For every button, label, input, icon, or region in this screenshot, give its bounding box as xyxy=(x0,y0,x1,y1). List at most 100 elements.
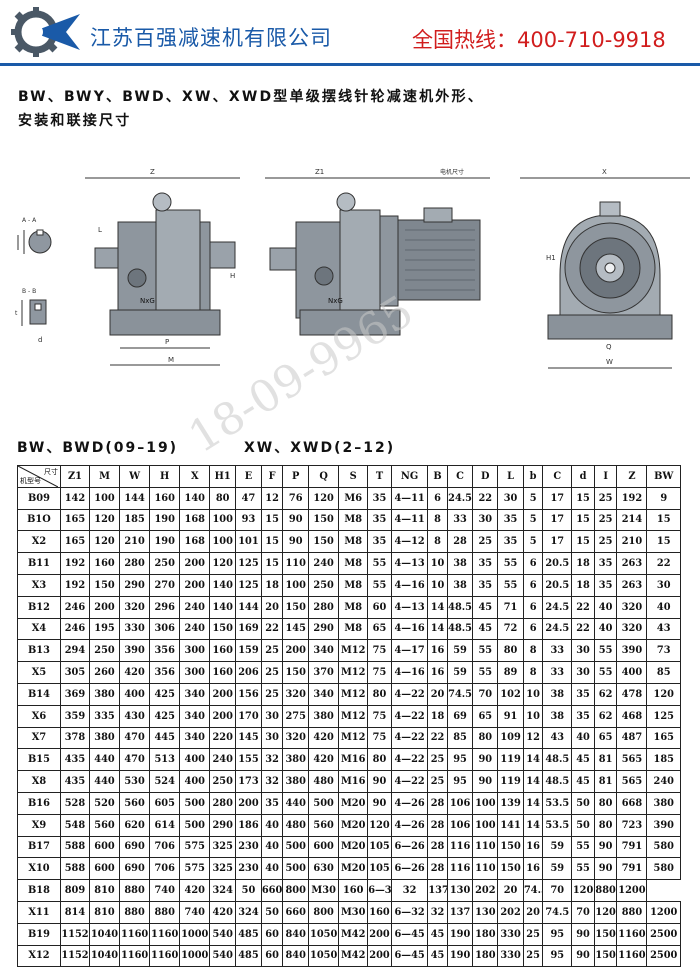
table-cell: 4—17 xyxy=(390,639,429,663)
table-cell: 15 xyxy=(260,552,284,575)
table-cell: 468 xyxy=(616,704,648,728)
table-cell: M20 xyxy=(338,835,369,859)
table-cell: 840 xyxy=(282,922,310,946)
table-cell: 140 xyxy=(179,486,211,510)
hotline-number: 全国热线：400-710-9918 xyxy=(412,28,666,52)
table-cell: 4—22 xyxy=(390,748,429,772)
table-cell: M20 xyxy=(338,813,369,837)
table-cell: 706 xyxy=(149,835,181,859)
table-cell: 65 xyxy=(472,704,499,728)
table-cell: 100 xyxy=(209,508,237,532)
table-cell: 43 xyxy=(646,617,681,641)
table-cell: 390 xyxy=(616,639,648,663)
table-cell: 2500 xyxy=(646,922,681,946)
table-cell: 22 xyxy=(427,726,448,750)
column-header: D xyxy=(472,465,499,488)
table-cell: 1000 xyxy=(179,944,211,967)
table-cell: 809 xyxy=(59,879,90,902)
table-cell: 71 xyxy=(497,595,524,619)
table-cell: 324 xyxy=(235,900,262,924)
table-cell: 30 xyxy=(260,726,284,750)
table-cell: 320 xyxy=(119,595,151,619)
table-cell: 70 xyxy=(542,879,573,902)
table-cell: 202 xyxy=(497,900,524,924)
table-cell: 80 xyxy=(367,682,392,706)
svg-text:电机尺寸: 电机尺寸 xyxy=(440,168,464,176)
table-cell: M12 xyxy=(338,661,369,684)
table-cell: 43 xyxy=(542,726,573,750)
table-cell: 100 xyxy=(209,530,237,554)
model-cell: B18 xyxy=(17,879,61,902)
svg-text:d: d xyxy=(38,336,42,344)
table-cell: 55 xyxy=(497,552,524,575)
table-cell: 200 xyxy=(367,922,392,946)
table-cell: 380 xyxy=(88,726,121,750)
table-cell: 150 xyxy=(282,661,310,684)
table-cell: 35 xyxy=(593,552,618,575)
table-cell: 59 xyxy=(446,661,474,684)
table-cell: 356 xyxy=(149,661,181,684)
table-cell: 45 xyxy=(571,770,595,793)
svg-text:B - B: B - B xyxy=(22,288,36,295)
table-cell: 25 xyxy=(593,486,618,510)
table-cell: 8 xyxy=(427,530,448,554)
table-cell: 1200 xyxy=(646,900,681,924)
table-cell: 90 xyxy=(593,835,618,859)
table-cell: 80 xyxy=(472,726,499,750)
column-header: H xyxy=(149,465,181,488)
table-cell: 18 xyxy=(571,573,595,597)
table-cell: 420 xyxy=(308,726,340,750)
table-cell: 14 xyxy=(427,617,448,641)
table-cell: 28 xyxy=(427,857,448,881)
table-cell: 141 xyxy=(497,813,524,837)
table-cell: 33 xyxy=(542,639,573,663)
table-cell: 575 xyxy=(179,835,211,859)
table-cell: 55 xyxy=(593,639,618,663)
table-cell: 380 xyxy=(308,704,340,728)
reducer-front-view: X W H1 Q xyxy=(520,168,690,369)
table-cell: 18 xyxy=(571,552,595,575)
table-cell: 20 xyxy=(522,900,544,924)
table-cell: 70 xyxy=(571,900,595,924)
table-cell: 565 xyxy=(616,770,648,793)
table-cell: 91 xyxy=(497,704,524,728)
table-cell: 139 xyxy=(497,791,524,815)
table-cell: 6 xyxy=(522,552,544,575)
table-cell: 369 xyxy=(59,682,90,706)
table-cell: 150 xyxy=(497,835,524,859)
table-cell: 340 xyxy=(179,726,211,750)
model-cell: X2 xyxy=(17,530,61,554)
table-cell: 47 xyxy=(235,486,262,510)
table-cell: 95 xyxy=(542,944,573,967)
table-cell: M8 xyxy=(338,508,369,532)
table-cell: 15 xyxy=(571,486,595,510)
table-cell: 880 xyxy=(149,900,181,924)
table-cell: 35 xyxy=(472,552,499,575)
table-cell: 120 xyxy=(367,813,392,837)
table-cell: 380 xyxy=(646,791,681,815)
table-cell: 55 xyxy=(472,661,499,684)
table-cell: 192 xyxy=(59,552,90,575)
model-cell: X6 xyxy=(17,704,61,728)
model-cell: X11 xyxy=(17,900,61,924)
table-cell: 20.5 xyxy=(542,573,573,597)
model-cell: B14 xyxy=(17,682,61,706)
table-cell: 48.5 xyxy=(542,748,573,772)
table-cell: 250 xyxy=(149,552,181,575)
table-cell: M8 xyxy=(338,530,369,554)
column-header: E xyxy=(235,465,262,488)
table-cell: 125 xyxy=(235,552,262,575)
table-cell: 15 xyxy=(260,530,284,554)
table-cell: 6—32 xyxy=(390,900,429,924)
reducer-outline-drawing: A - A B - B t d Z NxG P M L H Z1 电机尺寸 xyxy=(15,168,690,369)
table-cell: 280 xyxy=(209,791,237,815)
table-cell: 22 xyxy=(472,486,499,510)
table-cell: 25 xyxy=(260,682,284,706)
